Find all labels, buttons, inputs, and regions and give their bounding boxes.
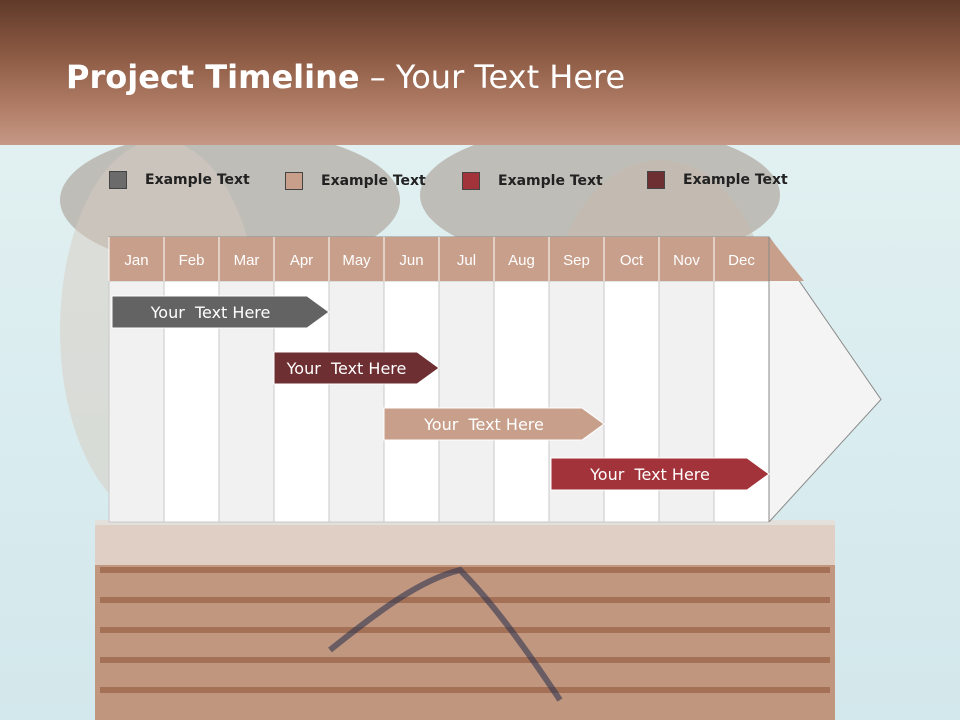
title-bold: Project Timeline	[66, 58, 360, 96]
month-header	[109, 237, 804, 281]
month-column	[328, 280, 385, 523]
legend-item: Example Text	[647, 170, 788, 190]
legend-label: Example Text	[145, 172, 250, 188]
legend-label: Example Text	[498, 173, 603, 189]
legend-swatch	[285, 172, 303, 190]
task-bar	[111, 295, 330, 329]
month-label: Jan	[124, 252, 148, 269]
legend-swatch	[462, 172, 480, 190]
legend-item: Example Text	[285, 171, 426, 191]
month-label: Jul	[457, 252, 476, 269]
legend-item: Example Text	[462, 171, 603, 191]
task-label: Your Text Here	[286, 359, 407, 378]
month-label: Sep	[563, 252, 590, 269]
month-column	[493, 280, 550, 523]
month-label: Dec	[728, 252, 755, 269]
month-column	[383, 280, 440, 523]
month-label: Oct	[620, 252, 644, 269]
month-label: Apr	[290, 252, 313, 269]
task-label: Your Text Here	[589, 465, 710, 484]
legend-swatch	[647, 171, 665, 189]
task-bar	[273, 351, 440, 385]
task-bar	[383, 407, 605, 441]
header-band	[0, 0, 960, 145]
month-label: Jun	[399, 252, 423, 269]
month-label: Feb	[179, 252, 205, 269]
task-bar	[550, 457, 770, 491]
page-title: Project Timeline – Your Text Here	[66, 58, 625, 96]
month-label: Nov	[673, 252, 700, 269]
legend-label: Example Text	[683, 172, 788, 188]
legend-swatch	[109, 171, 127, 189]
task-label: Your Text Here	[150, 303, 271, 322]
legend-item: Example Text	[109, 170, 250, 190]
month-label: May	[342, 252, 371, 269]
legend-label: Example Text	[321, 173, 426, 189]
month-column	[438, 280, 495, 523]
month-label: Aug	[508, 252, 535, 269]
task-label: Your Text Here	[423, 415, 544, 434]
month-label: Mar	[234, 252, 260, 269]
title-rest: – Your Text Here	[359, 58, 626, 96]
